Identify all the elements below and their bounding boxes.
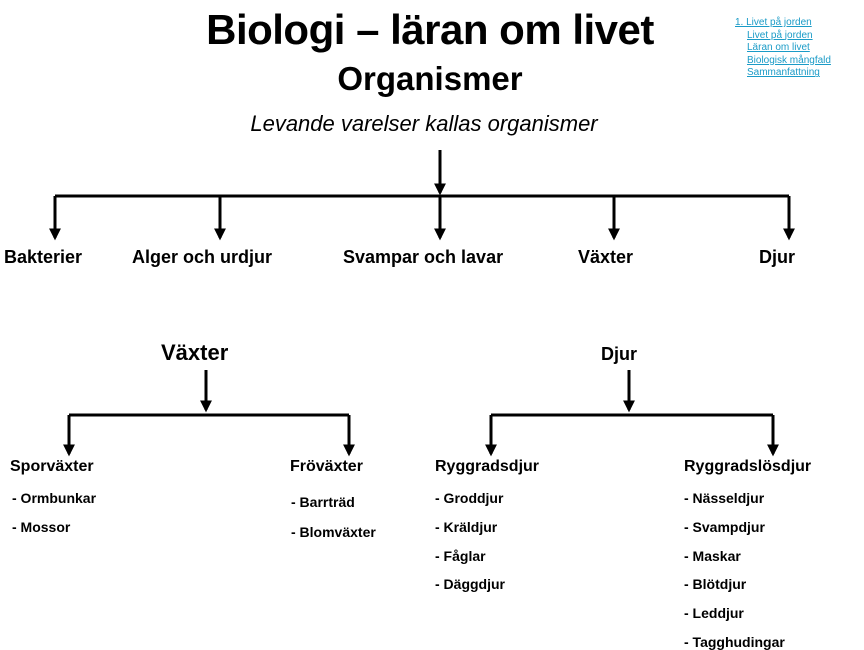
- animals-heading: Djur: [601, 344, 637, 364]
- group-frovaxter: Fröväxter: [290, 458, 363, 475]
- category-djur: Djur: [759, 247, 795, 267]
- list-item: - Blötdjur: [684, 576, 747, 592]
- list-item: - Nässeldjur: [684, 490, 765, 506]
- list-item: - Däggdjur: [435, 576, 505, 592]
- list-item: - Barrträd: [291, 494, 355, 510]
- group-sporvaxter: Sporväxter: [10, 458, 94, 475]
- list-item: - Groddjur: [435, 490, 504, 506]
- nav-link-livet-pa-jorden[interactable]: Livet på jorden: [747, 29, 813, 41]
- category-vaxter: Växter: [578, 247, 634, 267]
- list-item: - Blomväxter: [291, 524, 376, 540]
- category-bakterier: Bakterier: [4, 247, 83, 267]
- list-item: - Svampdjur: [684, 519, 765, 535]
- list-item: - Maskar: [684, 548, 741, 564]
- page-title: Biologi – läran om livet: [206, 6, 654, 53]
- list-item: - Ormbunkar: [12, 490, 97, 506]
- list-item: - Tagghudingar: [684, 634, 785, 650]
- list-item: - Fåglar: [435, 548, 486, 564]
- group-ryggradslosdjur: Ryggradslösdjur: [684, 458, 812, 475]
- group-ryggradsdjur: Ryggradsdjur: [435, 458, 540, 475]
- nav-link-sammanfattning[interactable]: Sammanfattning: [747, 67, 820, 79]
- category-alger-och-urdjur: Alger och urdjur: [132, 247, 273, 267]
- nav-link-laran-om-livet[interactable]: Läran om livet: [747, 42, 810, 54]
- list-item: - Leddjur: [684, 605, 744, 621]
- nav-menu: 1. Livet på jorden Livet på jorden Läran…: [735, 17, 831, 80]
- nav-current-chapter[interactable]: 1. Livet på jorden: [735, 17, 812, 28]
- category-svampar-och-lavar: Svampar och lavar: [343, 247, 504, 267]
- page-subtitle: Organismer: [337, 60, 523, 97]
- list-item: - Kräldjur: [435, 519, 498, 535]
- tagline: Levande varelser kallas organismer: [250, 111, 598, 136]
- plants-heading: Växter: [161, 340, 229, 365]
- nav-link-biologisk-mangfald[interactable]: Biologisk mångfald: [747, 54, 831, 66]
- list-item: - Mossor: [12, 519, 71, 535]
